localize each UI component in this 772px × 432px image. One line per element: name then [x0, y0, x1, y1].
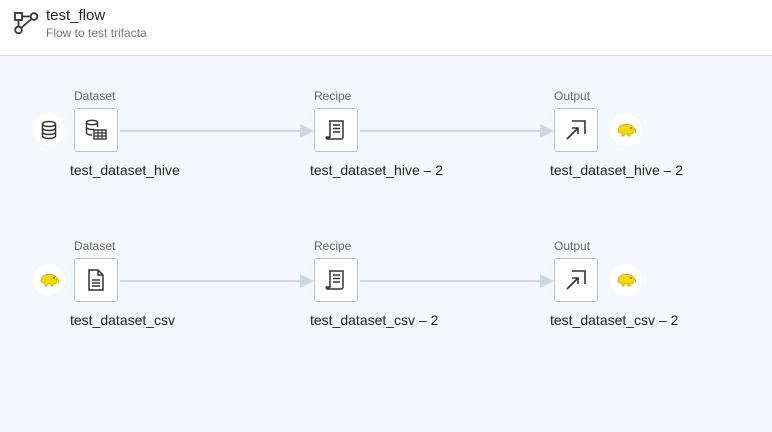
edge-arrow — [540, 124, 554, 138]
flow-edge — [120, 280, 301, 282]
dataset-node-hive[interactable] — [74, 108, 118, 152]
recipe-caption: Recipe — [314, 239, 352, 253]
hive-table-icon — [85, 119, 107, 140]
flow-edge — [360, 280, 541, 282]
recipe-caption: Recipe — [314, 89, 352, 103]
flow-icon — [14, 12, 39, 35]
edge-arrow — [540, 274, 554, 288]
output-caption: Output — [554, 89, 591, 103]
output-caption: Output — [554, 239, 591, 253]
recipe-label: test_dataset_hive – 2 — [310, 162, 444, 178]
flow-canvas[interactable]: Dataset test_dataset_hive Recipe test_da… — [0, 57, 772, 432]
output-label: test_dataset_csv – 2 — [550, 312, 679, 328]
recipe-icon — [325, 120, 344, 140]
flow-header: test_flow Flow to test trifacta — [0, 0, 772, 56]
output-node-csv[interactable] — [554, 258, 598, 302]
dataset-caption: Dataset — [74, 239, 116, 253]
edge-arrow — [300, 124, 314, 138]
dataset-label: test_dataset_csv — [70, 312, 176, 328]
recipe-node-csv[interactable] — [314, 258, 358, 302]
recipe-node-hive[interactable] — [314, 108, 358, 152]
hadoop-elephant-icon — [610, 264, 642, 296]
recipe-label: test_dataset_csv – 2 — [310, 312, 439, 328]
output-node-hive[interactable] — [554, 108, 598, 152]
flow-subtitle: Flow to test trifacta — [46, 26, 147, 40]
output-arrow-icon — [566, 270, 586, 290]
database-icon — [33, 114, 65, 146]
dataset-label: test_dataset_hive — [70, 162, 180, 178]
flow-edge — [120, 130, 301, 132]
edge-arrow — [300, 274, 314, 288]
flow-edge — [360, 130, 541, 132]
output-label: test_dataset_hive – 2 — [550, 162, 684, 178]
output-arrow-icon — [566, 120, 586, 140]
recipe-icon — [325, 270, 344, 290]
hadoop-elephant-icon — [610, 114, 642, 146]
dataset-node-csv[interactable] — [74, 258, 118, 302]
hadoop-elephant-icon — [33, 264, 65, 296]
csv-file-icon — [88, 269, 104, 291]
flow-title: test_flow — [46, 7, 106, 24]
dataset-caption: Dataset — [74, 89, 116, 103]
